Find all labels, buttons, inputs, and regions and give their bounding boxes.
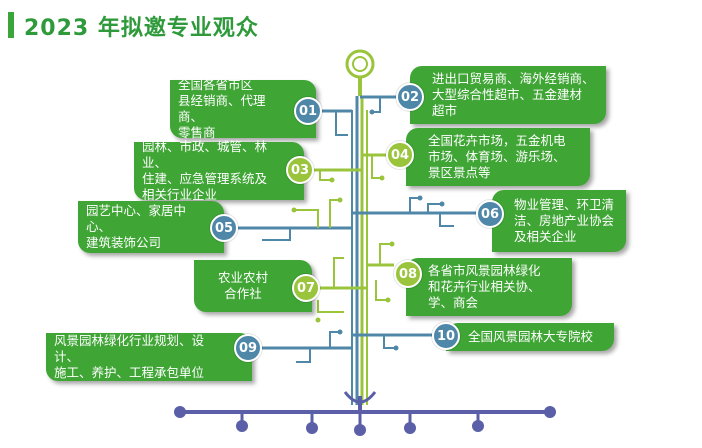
audience-text-10: 全国风景园林大专院校 [468,329,594,344]
twig-08a [379,243,392,265]
audience-text-03: 园林、市政、城管、林业、 住建、应急管理系统及 相关行业企业 [142,139,268,202]
audience-box-08: 各省市风景园林绿化 和花卉行业相关协、 学、商会 [406,258,572,316]
badge-01: 01 [294,97,322,125]
audience-box-01: 全国各省市区 县经销商、代理商、 零售商 [170,77,316,140]
audience-text-02: 进出口贸易商、海外经销商、 大型综合性超市、五金建材 超市 [432,71,595,118]
root-nodes [174,406,556,436]
badge-04: 04 [386,141,414,169]
twig-09 [329,331,340,348]
audience-box-06: 物业管理、环卫清 洁、房地产业协会 及相关企业 [492,190,626,252]
audience-text-01: 全国各省市区 县经销商、代理商、 零售商 [178,77,266,140]
audience-text-09: 风景园林绿化行业规划、设计、 施工、养护、工程承包单位 [54,333,205,380]
badge-02: 02 [396,83,424,111]
title-accent-bar [8,12,14,38]
twig-01 [335,111,348,136]
twig-06c [439,213,454,227]
twig-02 [372,97,381,113]
audience-box-05: 园艺中心、家居中心、 建筑装饰公司 [78,201,224,253]
audience-text-07: 农业农村 合作社 [217,270,268,301]
badge-07: 07 [292,274,320,302]
tree-top-ring-inner [352,56,368,72]
twig-03 [319,170,332,181]
twig-09b [296,348,311,363]
audience-text-08: 各省市风景园林绿化 和花卉行业相关协、 学、商会 [428,263,541,310]
audience-text-04: 全国花卉市场，五金机电 市场、体育场、游乐场、 景区景点等 [428,133,566,180]
badge-10: 10 [432,322,460,350]
page-title: 2023 年拟邀专业观众 [24,16,259,41]
badge-09: 09 [234,334,262,362]
badge-03: 03 [286,156,314,184]
twig-07b [317,300,344,313]
twig-06b [427,203,442,213]
twig-05c [262,228,291,241]
audience-box-10: 全国风景园林大专院校 [446,323,614,351]
twig-07a [333,257,344,288]
twig-04 [371,155,382,179]
twig-10 [383,335,396,349]
badge-05: 05 [210,214,238,242]
audience-box-04: 全国花卉市场，五金机电 市场、体育场、游乐场、 景区景点等 [406,128,590,186]
badge-06: 06 [476,200,504,228]
audience-box-09: 风景园林绿化行业规划、设计、 施工、养护、工程承包单位 [46,333,252,381]
badge-08: 08 [394,260,422,288]
audience-box-03: 园林、市政、城管、林业、 住建、应急管理系统及 相关行业企业 [134,139,304,202]
audience-box-02: 进出口贸易商、海外经销商、 大型综合性超市、五金建材 超市 [410,66,606,124]
audience-text-06: 物业管理、环卫清 洁、房地产业协会 及相关企业 [514,197,615,244]
audience-text-05: 园艺中心、家居中心、 建筑装饰公司 [86,203,187,250]
twig-06a [409,197,420,213]
twig-05b [294,209,319,228]
tree-top-ring [345,49,375,79]
twig-08b [375,280,388,301]
twig-05a [329,199,340,228]
